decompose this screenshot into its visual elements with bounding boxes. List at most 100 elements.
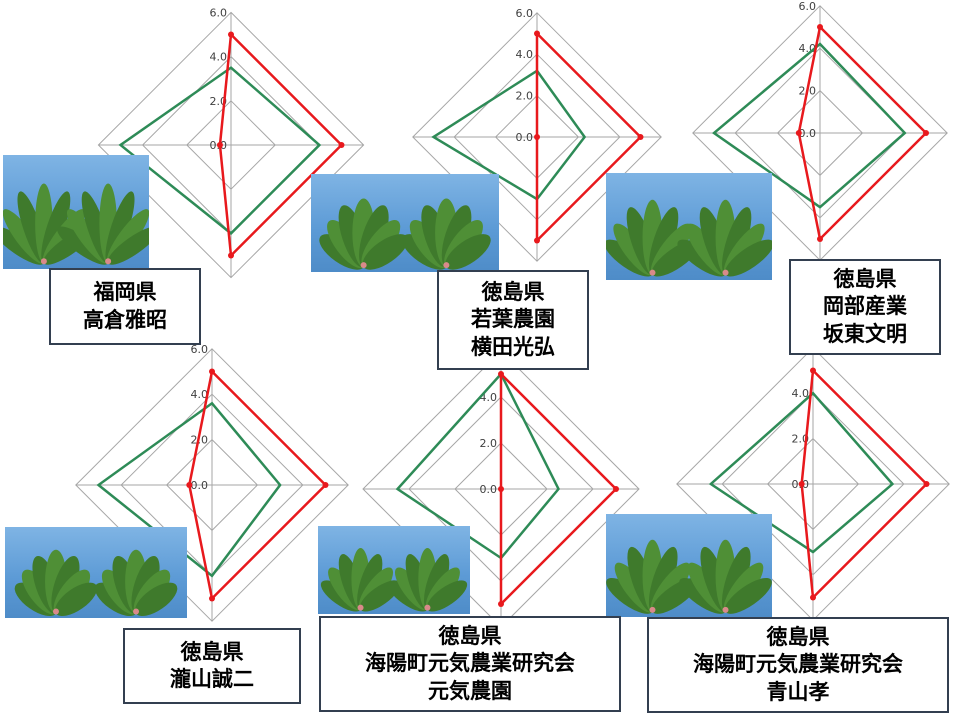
tick-label: 4.0 <box>210 51 228 64</box>
label-line: 徳島県 <box>180 639 244 664</box>
series-red-point <box>534 237 540 244</box>
spinach-picture <box>14 549 178 617</box>
spinach-root <box>357 604 364 611</box>
series-red-point <box>186 482 193 488</box>
label-line: 若葉農園 <box>471 307 555 332</box>
series-red-point <box>338 142 345 148</box>
series-red-point <box>795 130 802 136</box>
spinach-picture <box>320 548 468 612</box>
series-red-point <box>209 595 215 602</box>
series-red-point <box>923 130 929 136</box>
tick-label: 0.0 <box>516 131 534 144</box>
grower-label-6: 徳島県 海陽町元気農業研究会 青山孝 <box>647 617 949 713</box>
spinach-root <box>133 608 140 615</box>
spinach-picture <box>606 539 772 614</box>
tick-label: 6.0 <box>799 0 817 13</box>
label-line: 坂東文明 <box>823 321 907 346</box>
label-line: 元気農園 <box>428 678 512 703</box>
series-red-point <box>810 367 816 374</box>
tick-label: 6.0 <box>516 7 534 20</box>
spinach-root <box>360 262 367 269</box>
tick-label: 6.0 <box>210 6 228 19</box>
series-green-line <box>96 401 282 578</box>
series-red-point <box>498 486 504 492</box>
label-line: 徳島県 <box>438 624 502 649</box>
spinach-photo-4 <box>5 527 187 618</box>
spinach-leaf <box>724 239 772 277</box>
spinach-root <box>40 258 47 265</box>
grower-label-1: 福岡県 高倉雅昭 <box>49 268 201 345</box>
series-red-point <box>498 601 504 607</box>
spinach-photo-6 <box>606 514 772 617</box>
tick-label: 0.0 <box>799 127 817 140</box>
series-green-line <box>711 42 907 209</box>
label-line: 海陽町元気農業研究会 <box>365 651 575 676</box>
spinach-root <box>424 604 431 611</box>
series-red-point <box>817 24 823 30</box>
series-green-line <box>708 391 895 554</box>
series-red-point <box>209 368 215 375</box>
label-line: 高倉雅昭 <box>83 307 167 332</box>
spinach-root <box>443 262 450 269</box>
spinach-leaf <box>107 226 149 265</box>
series-red-point <box>534 30 540 37</box>
spinach-root <box>649 269 656 276</box>
series-red-point <box>322 482 329 488</box>
tick-label: 4.0 <box>191 388 209 401</box>
grower-label-4: 徳島県 瀧山誠二 <box>123 628 301 704</box>
grower-label-5: 徳島県 海陽町元気農業研究会 元気農園 <box>319 616 621 712</box>
tick-label: 4.0 <box>792 387 810 400</box>
spinach-leaf <box>55 582 98 617</box>
spinach-root <box>52 608 59 615</box>
series-red-point <box>923 481 930 487</box>
grower-label-3: 徳島県 岡部産業 坂東文明 <box>789 259 941 355</box>
spinach-picture <box>3 183 149 265</box>
series-red-point <box>216 142 223 148</box>
label-line: 瀧山誠二 <box>170 667 254 691</box>
spinach-photo-5 <box>318 526 470 614</box>
spinach-photo-2 <box>311 174 499 272</box>
tick-label: 0.0 <box>480 483 498 496</box>
label-line: 横田光弘 <box>471 334 555 359</box>
series-red-point <box>498 371 504 377</box>
tick-label: 4.0 <box>516 48 534 61</box>
label-line: 徳島県 <box>481 280 545 305</box>
label-line: 福岡県 <box>93 280 157 305</box>
series-red-point <box>613 486 619 492</box>
label-line: 青山孝 <box>766 679 830 704</box>
series-green-line <box>118 66 322 236</box>
series-red-point <box>810 594 816 601</box>
label-line: 海陽町元気農業研究会 <box>693 652 903 677</box>
tick-label: 4.0 <box>480 391 498 404</box>
spinach-leaf <box>445 234 491 270</box>
grower-label-2: 徳島県 若葉農園 横田光弘 <box>437 270 589 370</box>
spinach-root <box>105 258 112 265</box>
tick-label: 2.0 <box>210 95 228 108</box>
spinach-root <box>722 606 729 613</box>
label-line: 徳島県 <box>833 267 897 292</box>
series-red-point <box>534 134 540 140</box>
spinach-photo-3 <box>606 173 772 280</box>
tick-label: 2.0 <box>480 437 498 450</box>
label-line: 徳島県 <box>766 625 830 650</box>
label-line: 岡部産業 <box>823 294 907 319</box>
tick-label: 6.0 <box>191 343 209 356</box>
series-red-point <box>637 134 644 140</box>
spinach-leaf <box>724 577 772 614</box>
spinach-photo-1 <box>3 155 149 269</box>
series-red-point <box>228 31 234 38</box>
spinach-picture <box>319 198 491 270</box>
spinach-root <box>649 606 656 613</box>
series-red-point <box>798 481 805 487</box>
tick-label: 2.0 <box>516 90 534 103</box>
spinach-leaf <box>362 234 408 270</box>
spinach-root <box>722 269 729 276</box>
spinach-leaf <box>426 580 468 612</box>
series-red-point <box>228 252 234 259</box>
spinach-leaf <box>135 582 178 617</box>
tick-label: 0.0 <box>191 479 209 492</box>
spinach-picture <box>606 199 772 277</box>
series-red-point <box>817 236 823 242</box>
